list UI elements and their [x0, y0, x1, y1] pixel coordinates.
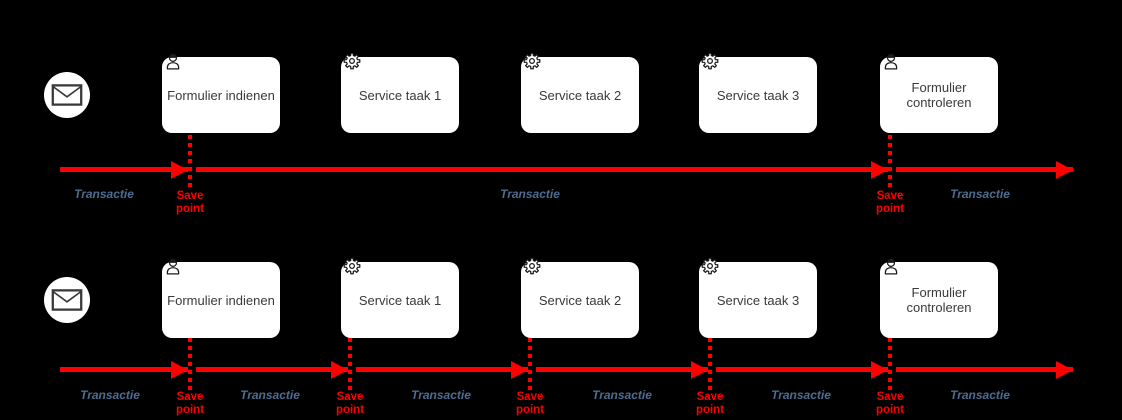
- task-label: Service taak 3: [716, 87, 800, 103]
- transaction-arrow: [196, 167, 888, 172]
- task-label: Service taak 1: [358, 292, 442, 308]
- save-point-line: [348, 338, 352, 391]
- gear-icon: [523, 257, 541, 275]
- transaction-arrow: [536, 367, 708, 372]
- gear-icon: [523, 52, 541, 70]
- transaction-arrow: [896, 367, 1073, 372]
- task-service-taak-2: Service taak 2: [521, 52, 639, 133]
- task-label: Service taak 2: [538, 292, 622, 308]
- transaction-arrow: [896, 167, 1073, 172]
- save-point-line: [188, 135, 192, 190]
- save-point-label: Save point: [175, 190, 205, 215]
- task-service-taak-2: Service taak 2: [521, 257, 639, 338]
- gear-icon: [343, 257, 361, 275]
- task-label: Formulier indienen: [167, 87, 275, 103]
- task-label: Formulier controleren: [906, 80, 972, 110]
- task-label: Formulier controleren: [906, 285, 972, 315]
- save-point-label: Save point: [515, 391, 545, 416]
- transaction-arrow: [60, 367, 188, 372]
- save-point-label: Save point: [335, 391, 365, 416]
- task-formulier-controleren: Formulier controleren: [880, 53, 998, 133]
- transaction-arrow: [356, 367, 528, 372]
- save-point-line: [188, 338, 192, 391]
- gear-icon: [701, 52, 719, 70]
- transactie-label: Transactie: [950, 388, 1010, 402]
- save-point-line: [708, 338, 712, 391]
- task-service-taak-3: Service taak 3: [699, 257, 817, 338]
- gear-icon: [701, 257, 719, 275]
- transactie-label: Transactie: [950, 187, 1010, 201]
- envelope-icon: [51, 84, 83, 106]
- envelope-icon: [51, 289, 83, 311]
- transactie-label: Transactie: [411, 388, 471, 402]
- task-label: Service taak 3: [716, 292, 800, 308]
- transactie-label: Transactie: [592, 388, 652, 402]
- message-start-event: [44, 72, 90, 118]
- save-point-line: [888, 338, 892, 391]
- task-service-taak-1: Service taak 1: [341, 257, 459, 338]
- task-label: Service taak 1: [358, 87, 442, 103]
- save-point-label: Save point: [875, 190, 905, 215]
- task-service-taak-3: Service taak 3: [699, 52, 817, 133]
- task-service-taak-1: Service taak 1: [341, 52, 459, 133]
- user-icon: [164, 52, 182, 70]
- task-formulier-controleren: Formulier controleren: [880, 258, 998, 338]
- message-start-event: [44, 277, 90, 323]
- task-label: Formulier indienen: [167, 292, 275, 308]
- save-point-line: [528, 338, 532, 391]
- transactie-label: Transactie: [240, 388, 300, 402]
- user-icon: [164, 257, 182, 275]
- transactie-label: Transactie: [500, 187, 560, 201]
- save-point-label: Save point: [175, 391, 205, 416]
- task-label: Service taak 2: [538, 87, 622, 103]
- transaction-arrow: [196, 367, 348, 372]
- save-point-label: Save point: [695, 391, 725, 416]
- transactie-label: Transactie: [771, 388, 831, 402]
- save-point-line: [888, 135, 892, 190]
- transaction-arrow: [716, 367, 888, 372]
- user-icon: [882, 52, 900, 70]
- save-point-label: Save point: [875, 391, 905, 416]
- task-formulier-indienen: Formulier indienen: [162, 258, 280, 338]
- task-formulier-indienen: Formulier indienen: [162, 53, 280, 133]
- transactie-label: Transactie: [74, 187, 134, 201]
- user-icon: [882, 257, 900, 275]
- transactie-label: Transactie: [80, 388, 140, 402]
- gear-icon: [343, 52, 361, 70]
- transaction-arrow: [60, 167, 188, 172]
